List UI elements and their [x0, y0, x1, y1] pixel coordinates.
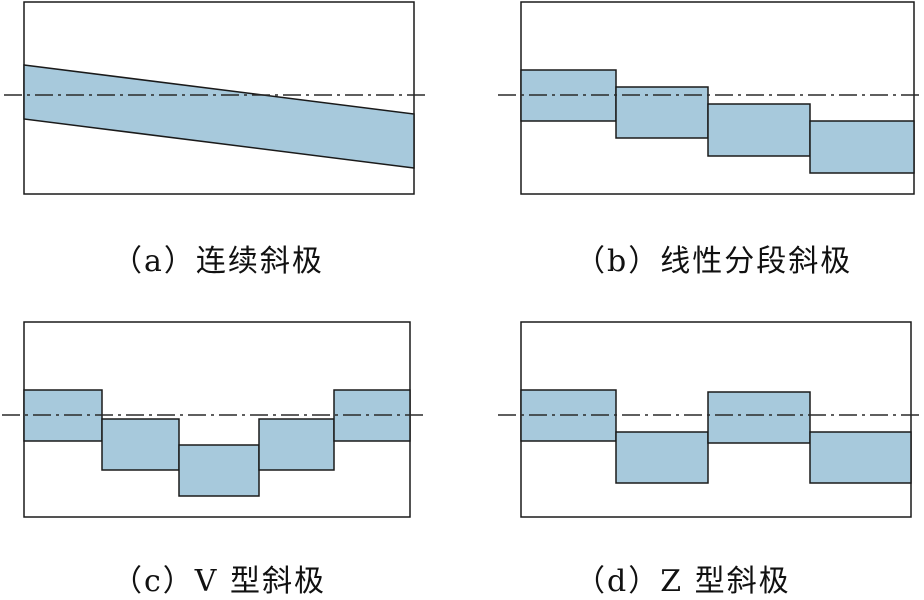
panel-a — [4, 1, 430, 195]
panel-d-segment-3 — [707, 391, 811, 444]
panel-c-segment-2 — [101, 418, 180, 471]
panel-c-segment-3 — [178, 444, 260, 497]
panel-c-segment-4 — [258, 418, 335, 471]
panel-d — [498, 321, 920, 518]
panel-b — [498, 1, 920, 195]
panel-d-segment-4 — [809, 431, 912, 484]
panel-b-segment-3 — [707, 103, 811, 157]
caption-z-type-skew: （d）Z 型斜极 — [575, 564, 791, 599]
caption-continuous-skew: （a）连续斜极 — [112, 244, 324, 279]
caption-linear-segmented-skew: （b）线性分段斜极 — [575, 244, 853, 279]
caption-v-type-skew: （c）V 型斜极 — [112, 564, 327, 599]
panel-b-segment-4 — [809, 120, 915, 174]
panel-a-pole-band — [23, 64, 415, 169]
panel-c — [2, 321, 428, 518]
panel-d-segment-2 — [615, 431, 709, 484]
